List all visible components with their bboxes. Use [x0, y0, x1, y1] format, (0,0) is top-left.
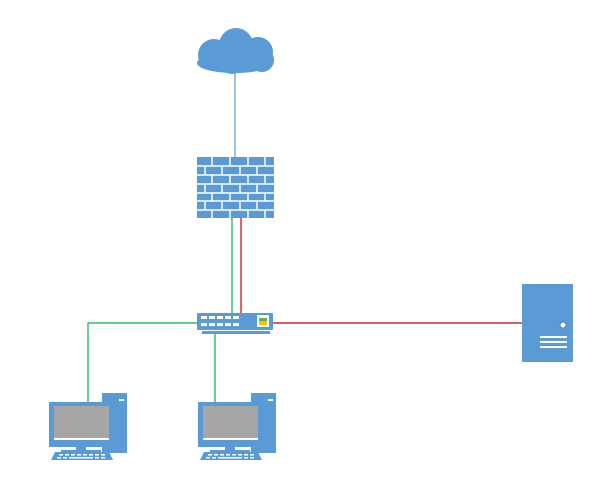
desktop-computer-icon [198, 393, 276, 460]
desktop-computer-icon [49, 393, 127, 460]
link-switch-pc-left [87, 322, 197, 404]
connections [87, 70, 523, 404]
firewall-icon [197, 157, 274, 218]
network-switch-icon [197, 313, 273, 334]
server-tower-icon [522, 284, 573, 362]
cloud-icon [197, 28, 274, 74]
